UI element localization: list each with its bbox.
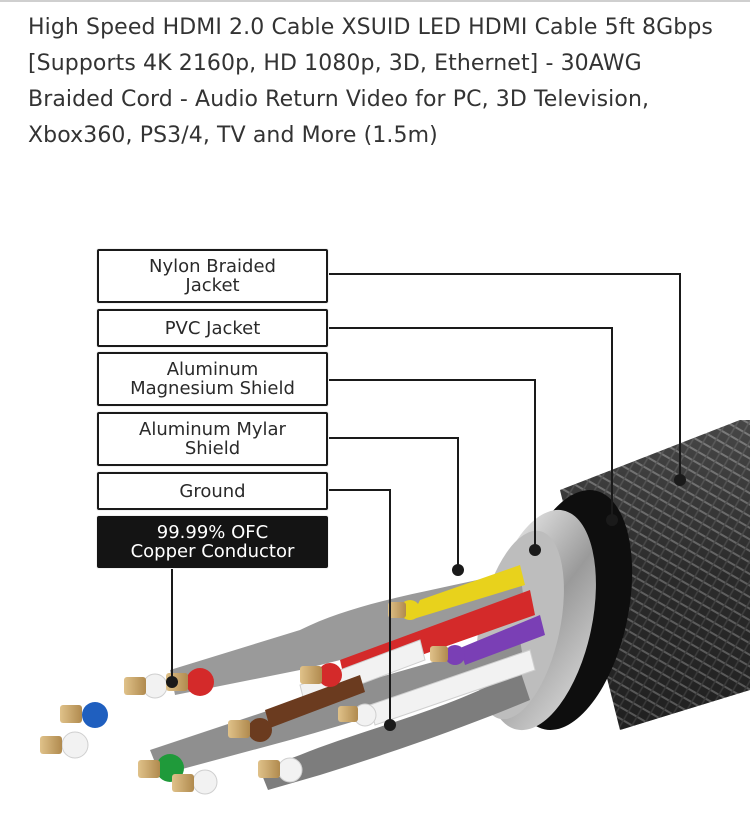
top-border bbox=[0, 0, 750, 2]
label-ground: Ground bbox=[97, 472, 328, 510]
label-alum-mylar-line1: Aluminum Mylar bbox=[139, 419, 286, 440]
label-ground-text: Ground bbox=[179, 480, 246, 502]
cable-illustration bbox=[40, 273, 750, 795]
label-nylon-line2: Jacket bbox=[185, 275, 240, 296]
leader-dots bbox=[166, 474, 686, 731]
label-copper-line2: Copper Conductor bbox=[130, 541, 295, 562]
leader-lines bbox=[171, 273, 681, 725]
label-alum-mag-line1: Aluminum bbox=[166, 359, 259, 380]
label-alum-mag-line2: Magnesium Shield bbox=[130, 378, 295, 399]
label-pvc-jacket: PVC Jacket bbox=[97, 309, 328, 347]
label-pvc-text: PVC Jacket bbox=[164, 317, 261, 339]
label-nylon-line1: Nylon Braided bbox=[149, 256, 276, 277]
cable-diagram: Nylon Braided Jacket PVC Jacket Aluminum… bbox=[0, 170, 750, 821]
wire-bundle bbox=[40, 565, 545, 795]
label-nylon-braided-jacket: Nylon Braided Jacket bbox=[97, 249, 328, 303]
label-aluminum-magnesium-shield: Aluminum Magnesium Shield bbox=[97, 352, 328, 406]
label-copper-conductor: 99.99% OFC Copper Conductor bbox=[97, 516, 328, 568]
label-copper-line1: 99.99% OFC bbox=[156, 522, 269, 543]
product-title: High Speed HDMI 2.0 Cable XSUID LED HDMI… bbox=[28, 15, 713, 148]
label-alum-mylar-line2: Shield bbox=[184, 438, 241, 459]
label-aluminum-mylar-shield: Aluminum Mylar Shield bbox=[97, 412, 328, 466]
